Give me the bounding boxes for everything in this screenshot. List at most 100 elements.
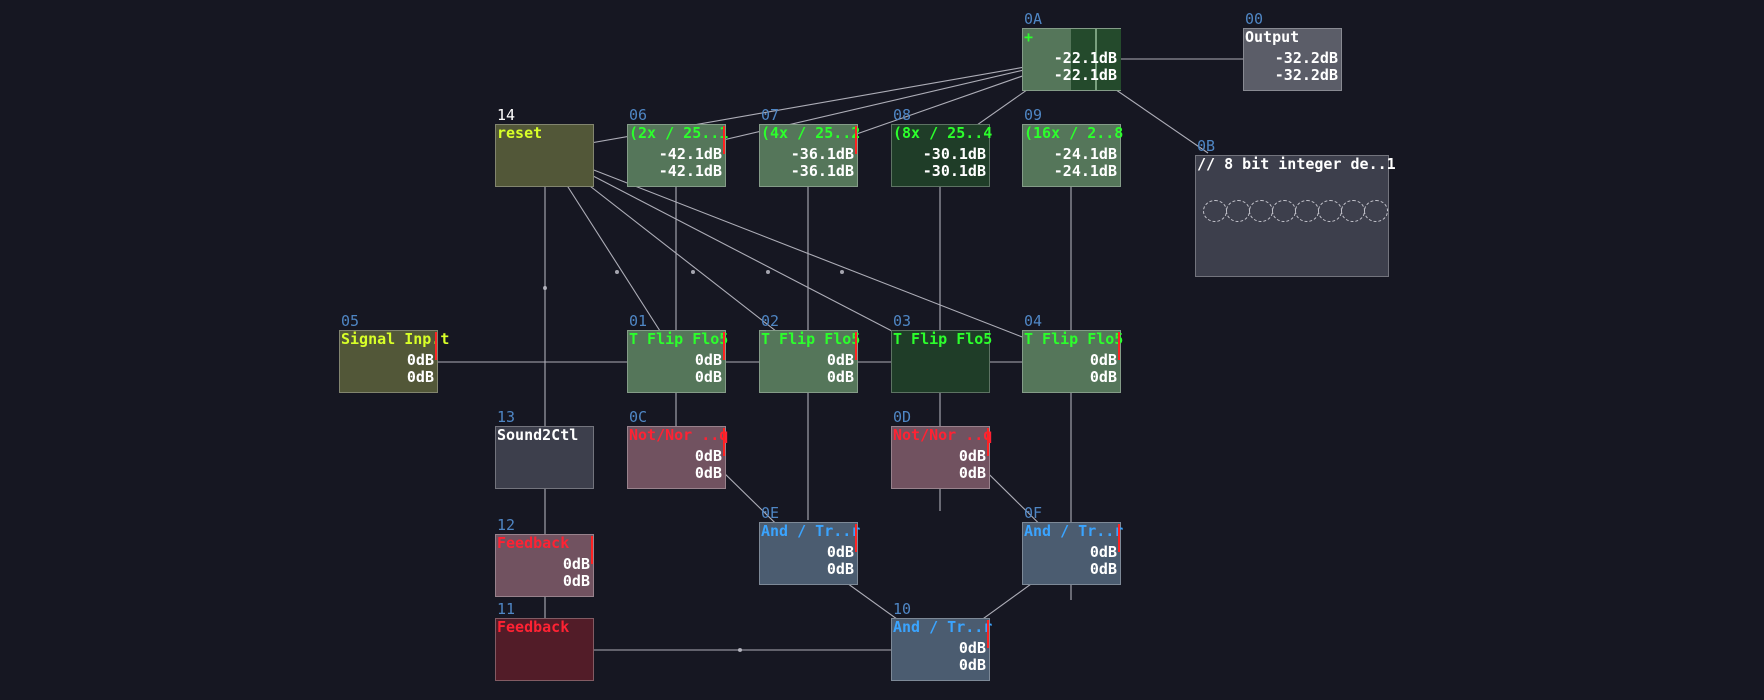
level-bar — [723, 126, 725, 154]
and-node[interactable]: 0F And / Tr..r 0dB 0dB — [1022, 506, 1123, 585]
node-id: 04 — [1024, 312, 1043, 330]
level-right: -30.1dB — [922, 162, 986, 180]
level-left: 0dB — [694, 351, 722, 369]
level-bar — [987, 428, 989, 456]
node-id: 10 — [893, 600, 912, 618]
level-left: 0dB — [406, 351, 434, 369]
node-title: Feedback — [497, 534, 570, 552]
level-right: 0dB — [958, 464, 986, 482]
bit-indicators — [1203, 200, 1388, 222]
node-id: 09 — [1024, 106, 1043, 124]
bit-circle — [1364, 200, 1388, 222]
bit-circle — [1272, 200, 1296, 222]
adder-node[interactable]: 0A + -22.1dB -22.1dB — [1022, 12, 1121, 91]
level-bar — [435, 332, 437, 360]
divider-16x-node[interactable]: 09 (16x / 2..8 -24.1dB -24.1dB — [1022, 108, 1124, 187]
node-title: T Flip Flo5 — [629, 330, 729, 348]
level-right: -36.1dB — [790, 162, 854, 180]
level-left: -36.1dB — [790, 145, 854, 163]
divider-4x-node[interactable]: 07 (4x / 25..2 -36.1dB -36.1dB — [759, 108, 861, 187]
node-id: 0E — [761, 504, 780, 522]
level-left: 0dB — [1089, 543, 1117, 561]
node-title: + — [1024, 28, 1034, 46]
level-right: 0dB — [826, 368, 854, 386]
node-title: Not/Nor ..q — [629, 426, 729, 444]
level-right: -32.2dB — [1274, 66, 1338, 84]
node-id: 0D — [893, 408, 912, 426]
divider-2x-node[interactable]: 06 (2x / 25..1 -42.1dB -42.1dB — [627, 108, 729, 187]
node-id: 11 — [497, 600, 516, 618]
level-left: 0dB — [958, 447, 986, 465]
level-left: 0dB — [826, 351, 854, 369]
comment-node[interactable]: 0B // 8 bit integer de..1 — [1195, 139, 1396, 277]
node-id: 01 — [629, 312, 648, 330]
level-right: 0dB — [826, 560, 854, 578]
level-right: 0dB — [1089, 560, 1117, 578]
level-right: 0dB — [694, 464, 722, 482]
level-bar — [855, 524, 857, 552]
reset-node[interactable]: 14 reset — [495, 108, 594, 187]
level-left: -24.1dB — [1053, 145, 1117, 163]
node-title: Sound2Ctl — [497, 426, 579, 444]
node-id: 0B — [1197, 137, 1216, 155]
level-bar — [1118, 524, 1120, 552]
node-title: (2x / 25..1 — [629, 124, 729, 142]
node-id: 14 — [497, 106, 516, 124]
level-bar — [723, 332, 725, 360]
node-id: 08 — [893, 106, 912, 124]
node-title: T Flip Flo5 — [761, 330, 861, 348]
node-title: // 8 bit integer de..1 — [1197, 155, 1396, 173]
node-title: Signal Inp.t — [341, 330, 450, 348]
signal-input-node[interactable]: 05 Signal Inp.t 0dB 0dB — [339, 314, 450, 393]
node-id: 02 — [761, 312, 780, 330]
node-title: Not/Nor ..q — [893, 426, 993, 444]
level-right: 0dB — [958, 656, 986, 674]
node-id: 00 — [1245, 10, 1264, 28]
level-left: 0dB — [826, 543, 854, 561]
node-id: 07 — [761, 106, 780, 124]
level-left: -42.1dB — [658, 145, 722, 163]
node-title: T Flip Flo5 — [893, 330, 993, 348]
node-id: 06 — [629, 106, 648, 124]
not-nor-node[interactable]: 0D Not/Nor ..q 0dB 0dB — [891, 410, 993, 489]
level-left: 0dB — [1089, 351, 1117, 369]
level-left: 0dB — [694, 447, 722, 465]
t-flip-flop-node[interactable]: 01 T Flip Flo5 0dB 0dB — [627, 314, 729, 393]
node-title: (4x / 25..2 — [761, 124, 861, 142]
node-title: reset — [497, 124, 543, 142]
not-nor-node[interactable]: 0C Not/Nor ..q 0dB 0dB — [627, 410, 729, 489]
level-left: -22.1dB — [1053, 49, 1117, 67]
node-id: 03 — [893, 312, 912, 330]
level-bar — [591, 536, 593, 564]
level-bar — [723, 428, 725, 456]
meter-line — [1095, 29, 1097, 90]
node-id: 13 — [497, 408, 516, 426]
bit-circle — [1341, 200, 1365, 222]
bit-circle — [1318, 200, 1342, 222]
t-flip-flop-node[interactable]: 02 T Flip Flo5 0dB 0dB — [759, 314, 861, 393]
divider-8x-node[interactable]: 08 (8x / 25..4 -30.1dB -30.1dB — [891, 108, 992, 187]
node-title: Output — [1245, 28, 1300, 46]
level-left: 0dB — [958, 639, 986, 657]
and-node[interactable]: 0E And / Tr..r 0dB 0dB — [759, 506, 860, 585]
node-title: And / Tr..r — [893, 618, 993, 636]
node-id: 0C — [629, 408, 648, 426]
level-left: 0dB — [562, 555, 590, 573]
level-bar — [855, 126, 857, 154]
bit-circle — [1295, 200, 1319, 222]
bit-circle — [1203, 200, 1227, 222]
t-flip-flop-node[interactable]: 03 T Flip Flo5 — [891, 314, 993, 393]
node-id: 0A — [1024, 10, 1043, 28]
t-flip-flop-node[interactable]: 04 T Flip Flo5 0dB 0dB — [1022, 314, 1123, 393]
node-title: (16x / 2..8 — [1024, 124, 1124, 142]
sound-to-ctl-node[interactable]: 13 Sound2Ctl — [495, 410, 594, 489]
and-node[interactable]: 10 And / Tr..r 0dB 0dB — [891, 602, 993, 681]
output-node[interactable]: 00 Output -32.2dB -32.2dB — [1243, 12, 1342, 91]
feedback-node[interactable]: 11 Feedback — [495, 602, 594, 681]
feedback-node[interactable]: 12 Feedback 0dB 0dB — [495, 518, 594, 597]
level-right: -22.1dB — [1053, 66, 1117, 84]
level-bar — [987, 620, 989, 648]
node-title: Feedback — [497, 618, 570, 636]
